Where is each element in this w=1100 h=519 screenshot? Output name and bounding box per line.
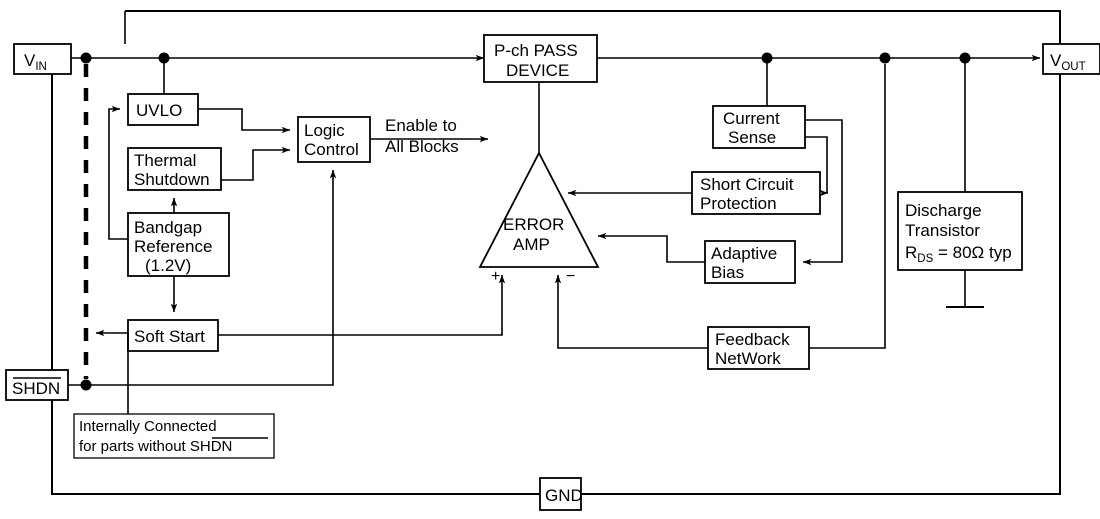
- annotation-line1: Enable to: [385, 116, 457, 135]
- block-discharge-line2: Transistor: [905, 221, 980, 240]
- block-adaptive-bias-line2: Bias: [711, 263, 744, 282]
- block-feedback-line1: Feedback: [715, 330, 790, 349]
- block-adaptive-bias: Adaptive Bias: [704, 240, 796, 284]
- svg-text:RDS = 80Ω typ: RDS = 80Ω typ: [905, 243, 1012, 265]
- block-pass-device-line2: DEVICE: [506, 61, 569, 80]
- block-feedback-network: Feedback NetWork: [707, 326, 810, 370]
- svg-text:VIN: VIN: [24, 51, 47, 73]
- annotation-line2: All Blocks: [385, 137, 459, 156]
- block-bandgap-line3: (1.2V): [145, 256, 191, 275]
- block-adaptive-bias-line1: Adaptive: [711, 244, 777, 263]
- wire-currentsense-to-shortcircuit: [805, 136, 829, 197]
- wire-adaptivebias-to-erroramp: [597, 232, 705, 263]
- block-logic-control: Logic Control: [297, 116, 371, 163]
- block-thermal-shutdown: Thermal Shutdown: [127, 147, 222, 191]
- pin-shdn: SHDN: [5, 369, 69, 401]
- block-soft-start: Soft Start: [127, 319, 219, 352]
- block-discharge-rds-sub: DS: [917, 253, 933, 265]
- pin-gnd: GND: [539, 477, 583, 511]
- wire-bandgap-to-uvlo: [108, 105, 128, 240]
- error-amp-minus-sign: −: [566, 268, 575, 285]
- block-short-circuit-protection: Short Circuit Protection: [691, 171, 821, 215]
- note-internally-connected: Internally Connected for parts without S…: [73, 413, 275, 459]
- block-thermal-shutdown-line2: Shutdown: [134, 170, 210, 189]
- pin-vin-sub: IN: [35, 61, 47, 73]
- block-logic-control-line2: Control: [304, 140, 359, 159]
- wire-thermal-to-logic: [221, 146, 291, 181]
- block-bandgap-line2: Reference: [134, 237, 212, 256]
- block-short-circuit-line1: Short Circuit: [700, 175, 794, 194]
- wire-note-to-dashed: [95, 329, 129, 414]
- block-pass-device-line1: P-ch PASS: [494, 41, 578, 60]
- wire-uvlo-to-logic: [198, 108, 291, 134]
- wire-feedback-to-vout: [809, 64, 886, 349]
- vin-rail: [51, 11, 485, 494]
- wire-currentsense-to-adaptivebias: [802, 119, 843, 266]
- note-line1: Internally Connected: [79, 418, 217, 435]
- block-short-circuit-line2: Protection: [700, 194, 777, 213]
- block-bandgap-line1: Bandgap: [134, 218, 202, 237]
- block-discharge-line1: Discharge: [905, 201, 982, 220]
- wire-feedback-to-erroramp-minus: [554, 274, 708, 349]
- wire-softstart-to-erroramp-plus: [218, 274, 506, 336]
- note-line2-a: for parts without: [79, 438, 190, 455]
- pin-vout-sub: OUT: [1061, 61, 1085, 73]
- block-current-sense: Current Sense: [712, 58, 806, 149]
- block-bandgap-reference: Bandgap Reference (1.2V): [127, 212, 230, 277]
- block-logic-control-line1: Logic: [304, 121, 345, 140]
- block-soft-start-label: Soft Start: [134, 327, 205, 346]
- pin-vin-label: V: [24, 51, 36, 70]
- svg-text:for parts without SHDN: for parts without SHDN: [79, 438, 232, 455]
- svg-text:VOUT: VOUT: [1050, 51, 1086, 73]
- block-discharge-rds-label: R: [905, 243, 917, 262]
- block-uvlo-label: UVLO: [136, 101, 182, 120]
- wire-shdn-to-logic: [68, 169, 337, 386]
- block-pass-device: P-ch PASS DEVICE: [483, 34, 598, 83]
- pin-shdn-label: SHDN: [12, 379, 60, 398]
- junction-dot-feedback: [879, 52, 891, 64]
- pin-vin: VIN: [13, 43, 72, 75]
- pin-gnd-label: GND: [545, 486, 583, 505]
- block-thermal-shutdown-line1: Thermal: [134, 151, 196, 170]
- note-line2-b: SHDN: [190, 438, 233, 455]
- block-discharge-transistor: Discharge Transistor RDS = 80Ω typ: [897, 58, 1023, 308]
- wire-layer: [68, 64, 886, 414]
- block-feedback-line2: NetWork: [715, 349, 781, 368]
- block-error-amp-line1: ERROR: [503, 215, 564, 234]
- block-error-amp-line2: AMP: [513, 235, 550, 254]
- block-error-amp: ERROR AMP + −: [478, 82, 600, 285]
- annotation-enable-to-all-blocks: Enable to All Blocks: [370, 116, 489, 156]
- pin-vout: VOUT: [1042, 43, 1100, 75]
- junction-dot-vin: [80, 52, 92, 64]
- error-amp-plus-sign: +: [491, 268, 500, 285]
- block-current-sense-line1: Current: [723, 109, 780, 128]
- pin-vout-label: V: [1050, 51, 1062, 70]
- block-current-sense-line2: Sense: [728, 128, 776, 147]
- block-discharge-rds-value: = 80Ω typ: [933, 243, 1011, 262]
